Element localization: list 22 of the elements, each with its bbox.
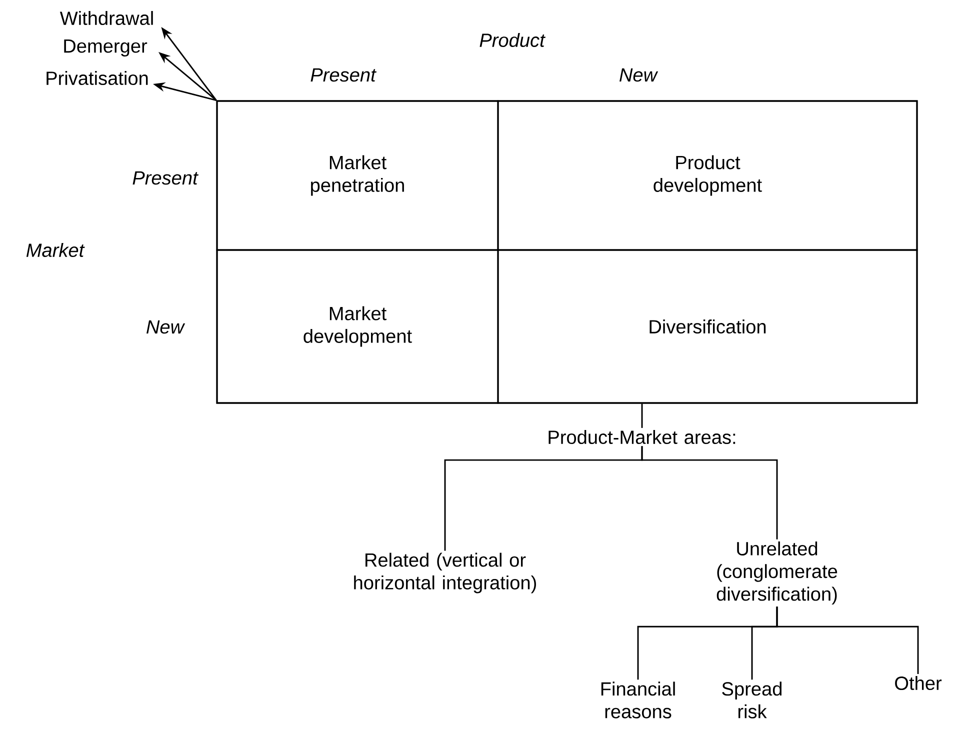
category-label: Product-Market areas: — [548, 430, 736, 444]
category-label: Financial reasons — [601, 682, 675, 718]
category-label: Privatisation — [46, 71, 148, 85]
category-label: Demerger — [64, 39, 148, 57]
axis-label: Market — [26, 243, 85, 257]
matrix-cell: Product development — [497, 100, 918, 251]
category-label: Unrelated (conglomerate diversification) — [716, 541, 838, 605]
axis-label: Present — [132, 171, 198, 185]
category-label: Related (vertical or horizontal integration) — [354, 552, 536, 594]
tree-line — [776, 606, 919, 674]
axis-label: New — [620, 68, 658, 82]
axis-label: Product — [480, 33, 546, 47]
axis-label: New — [146, 320, 186, 334]
matrix-cell: Market development — [216, 249, 499, 404]
category-label: Spread risk — [722, 682, 782, 718]
connector-line — [641, 404, 643, 428]
tree-line — [641, 446, 778, 540]
matrix-cell: Diversification — [497, 249, 918, 404]
category-label: Other — [895, 676, 942, 690]
category-label: Withdrawal — [60, 11, 153, 25]
axis-label: Present — [310, 68, 376, 82]
matrix-cell: Market penetration — [216, 100, 499, 251]
